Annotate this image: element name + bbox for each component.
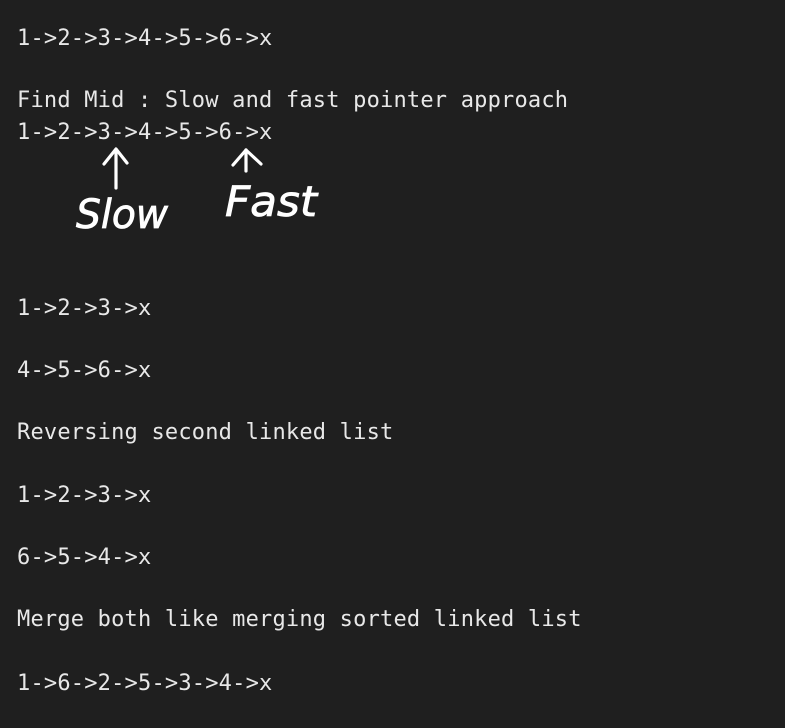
text-line-reversing-heading: Reversing second linked list [17,420,394,445]
slow-arrow-icon [102,147,129,190]
text-line-merged-result: 1->6->2->5->3->4->x [17,671,273,696]
fast-handwritten-label: Fast [225,177,319,226]
text-line-second-half: 4->5->6->x [17,358,152,383]
text-line-list-pointers: 1->2->3->4->5->6->x [17,120,273,145]
text-line-list-original: 1->2->3->4->5->6->x [17,26,273,51]
slow-handwritten-label: Slow [76,192,168,238]
text-line-reversed-half: 6->5->4->x [17,545,152,570]
text-line-find-mid-heading: Find Mid : Slow and fast pointer approac… [17,88,569,113]
text-line-first-half-again: 1->2->3->x [17,483,152,508]
text-line-first-half: 1->2->3->x [17,296,152,321]
text-line-merge-heading: Merge both like merging sorted linked li… [17,607,582,632]
fast-arrow-icon [231,148,263,173]
